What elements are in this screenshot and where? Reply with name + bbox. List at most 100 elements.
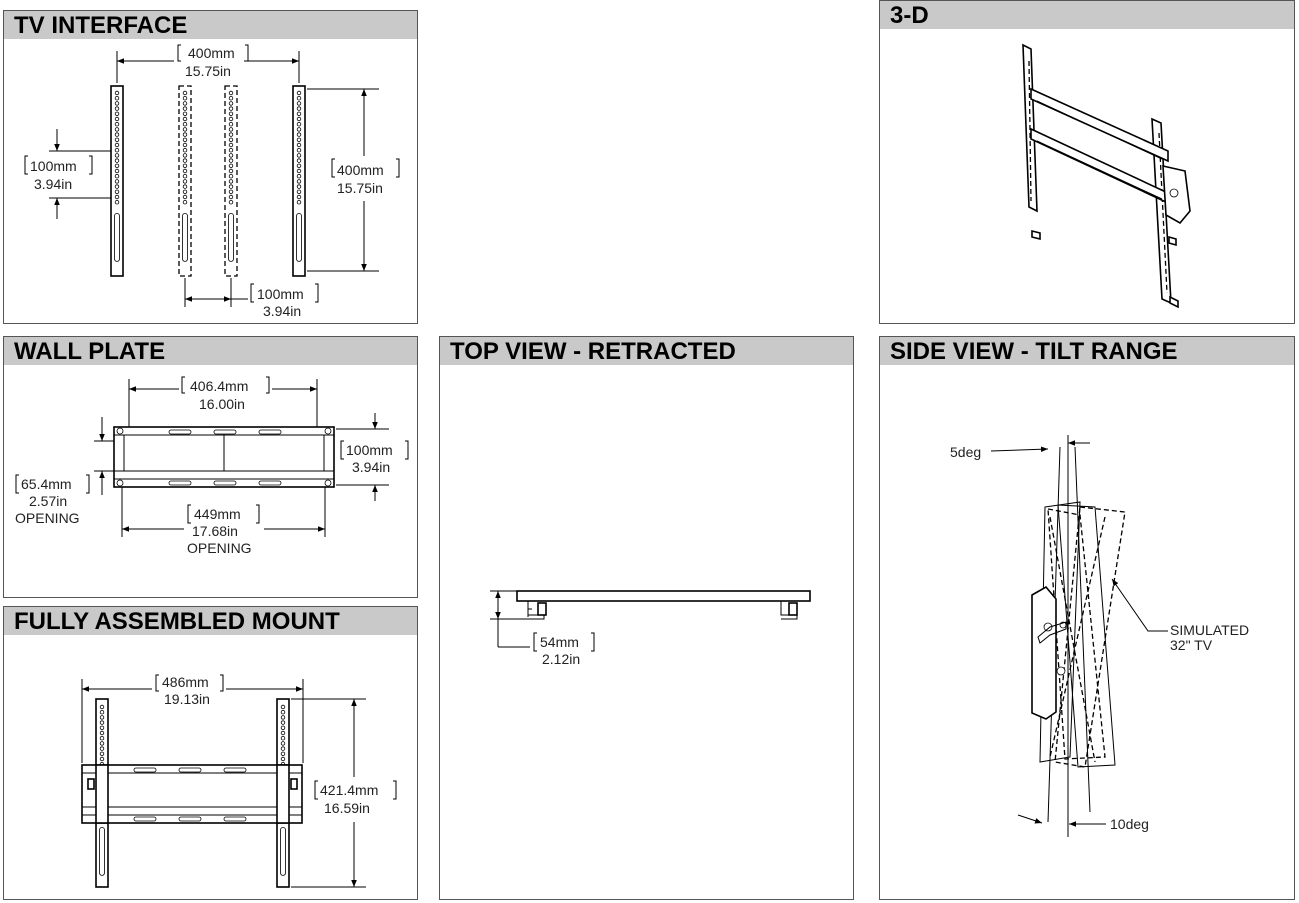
mounting-hole bbox=[296, 142, 302, 148]
mounting-hole bbox=[280, 725, 286, 730]
mounting-hole bbox=[228, 132, 234, 137]
mounting-hole bbox=[228, 106, 234, 111]
mounting-hole bbox=[296, 184, 302, 189]
panel-title: 3-D bbox=[880, 1, 1294, 29]
plate-bottom-in: 17.68in bbox=[192, 523, 238, 539]
plate-top-mm: 406.4mm bbox=[190, 378, 248, 394]
tv-height-in: 15.75in bbox=[337, 180, 383, 196]
tilt-bracket bbox=[1031, 585, 1057, 720]
tv-width-in: 15.75in bbox=[185, 63, 231, 79]
plate-left-in: 2.57in bbox=[29, 493, 67, 509]
mounting-hole bbox=[228, 116, 234, 122]
bracket-slot bbox=[99, 826, 105, 876]
mounting-hole bbox=[114, 111, 120, 116]
mounting-hole bbox=[114, 179, 120, 184]
panel-title: SIDE VIEW - TILT RANGE bbox=[880, 337, 1294, 365]
plate-left-mm: 65.4mm bbox=[21, 476, 72, 492]
mounting-hole bbox=[228, 147, 234, 153]
plate-left-note: OPENING bbox=[15, 510, 80, 526]
mounting-hole bbox=[228, 153, 234, 158]
plate-bottom-note: OPENING bbox=[187, 540, 252, 556]
plate-right-in: 3.94in bbox=[352, 459, 390, 475]
mounting-hole bbox=[114, 147, 120, 153]
mounting-hole bbox=[99, 730, 105, 736]
side-view-drawing: 5deg 10deg SIMULATED 32" TV bbox=[950, 435, 1249, 837]
mounting-hole bbox=[114, 90, 120, 96]
tv-hspacing-in: 3.94in bbox=[263, 303, 301, 319]
mounting-hole bbox=[296, 158, 302, 163]
tilt-top-angle: 5deg bbox=[950, 444, 981, 460]
mounting-hole bbox=[99, 746, 105, 751]
mounting-hole bbox=[296, 189, 302, 194]
mounting-hole bbox=[296, 153, 302, 158]
mounting-hole bbox=[228, 184, 234, 189]
mounting-hole bbox=[296, 116, 302, 122]
bracket-slot bbox=[114, 212, 120, 262]
panel-assembled: FULLY ASSEMBLED MOUNT 486mm 19. bbox=[3, 606, 418, 900]
top-depth-in: 2.12in bbox=[542, 651, 580, 667]
mounting-hole bbox=[114, 199, 120, 205]
mounting-hole bbox=[182, 137, 188, 142]
mounting-hole bbox=[114, 142, 120, 148]
tv-height-mm: 400mm bbox=[337, 162, 384, 178]
tv-interface-drawing: 400mm 15.75in 400mm 15.75in 100mm 3.94in… bbox=[24, 44, 400, 319]
mounting-hole bbox=[114, 95, 120, 101]
mounting-hole bbox=[182, 189, 188, 194]
mounting-hole bbox=[114, 189, 120, 194]
mounting-hole bbox=[182, 168, 188, 174]
mounting-hole bbox=[114, 194, 120, 200]
mounting-hole bbox=[114, 121, 120, 127]
mounting-hole bbox=[296, 163, 302, 168]
mounting-hole bbox=[228, 194, 234, 200]
plate-right-mm: 100mm bbox=[346, 442, 393, 458]
mounting-hole bbox=[114, 116, 120, 122]
mounting-hole bbox=[296, 101, 302, 106]
mounting-hole bbox=[182, 111, 188, 116]
mounting-hole bbox=[182, 184, 188, 189]
mounting-hole bbox=[182, 179, 188, 184]
mounting-hole bbox=[182, 173, 188, 179]
assembled-width-in: 19.13in bbox=[164, 691, 210, 707]
mounting-hole bbox=[99, 735, 105, 741]
mounting-hole bbox=[182, 132, 188, 137]
mounting-hole bbox=[182, 194, 188, 200]
mounting-hole bbox=[296, 95, 302, 101]
mount-3d-drawing bbox=[1022, 43, 1191, 309]
mounting-hole bbox=[114, 163, 120, 168]
mounting-hole bbox=[228, 121, 234, 127]
mounting-hole bbox=[114, 153, 120, 158]
mounting-hole bbox=[114, 106, 120, 111]
mounting-hole bbox=[114, 184, 120, 189]
top-depth-mm: 54mm bbox=[540, 634, 579, 650]
mounting-hole bbox=[280, 746, 286, 751]
mounting-hole bbox=[114, 173, 120, 179]
mounting-hole bbox=[228, 137, 234, 142]
mounting-hole bbox=[182, 158, 188, 163]
panel-title: WALL PLATE bbox=[4, 337, 417, 365]
top-view-drawing: 54mm 2.12in bbox=[490, 590, 811, 667]
plate-top-in: 16.00in bbox=[199, 396, 245, 412]
mounting-hole bbox=[228, 95, 234, 101]
bracket-slot bbox=[182, 212, 188, 262]
wall-plate-slots bbox=[116, 427, 332, 487]
mounting-hole bbox=[280, 720, 286, 725]
mounting-hole bbox=[228, 179, 234, 184]
mounting-hole bbox=[114, 132, 120, 137]
assembled-drawing: 486mm 19.13in 421.4mm 16.59in bbox=[81, 674, 397, 888]
mounting-hole bbox=[280, 715, 286, 720]
tilt-bottom-angle: 10deg bbox=[1110, 816, 1149, 832]
mounting-hole bbox=[280, 704, 286, 710]
mounting-hole bbox=[296, 127, 302, 132]
mounting-hole bbox=[280, 730, 286, 736]
mounting-hole bbox=[228, 142, 234, 148]
mounting-hole bbox=[296, 199, 302, 205]
panel-title: FULLY ASSEMBLED MOUNT bbox=[4, 607, 417, 635]
tv-hspacing-mm: 100mm bbox=[257, 286, 304, 302]
mounting-hole bbox=[182, 90, 188, 96]
panel-side-view: SIDE VIEW - TILT RANGE 5deg 10deg SIMULA… bbox=[879, 336, 1295, 900]
wall-plate-drawing: 406.4mm 16.00in 100mm 3.94in 65.4mm 2.57… bbox=[15, 376, 409, 556]
mounting-hole bbox=[99, 725, 105, 730]
top-view-rail bbox=[516, 590, 811, 602]
mounting-hole bbox=[228, 158, 234, 163]
tv-bracket-left bbox=[110, 85, 124, 277]
